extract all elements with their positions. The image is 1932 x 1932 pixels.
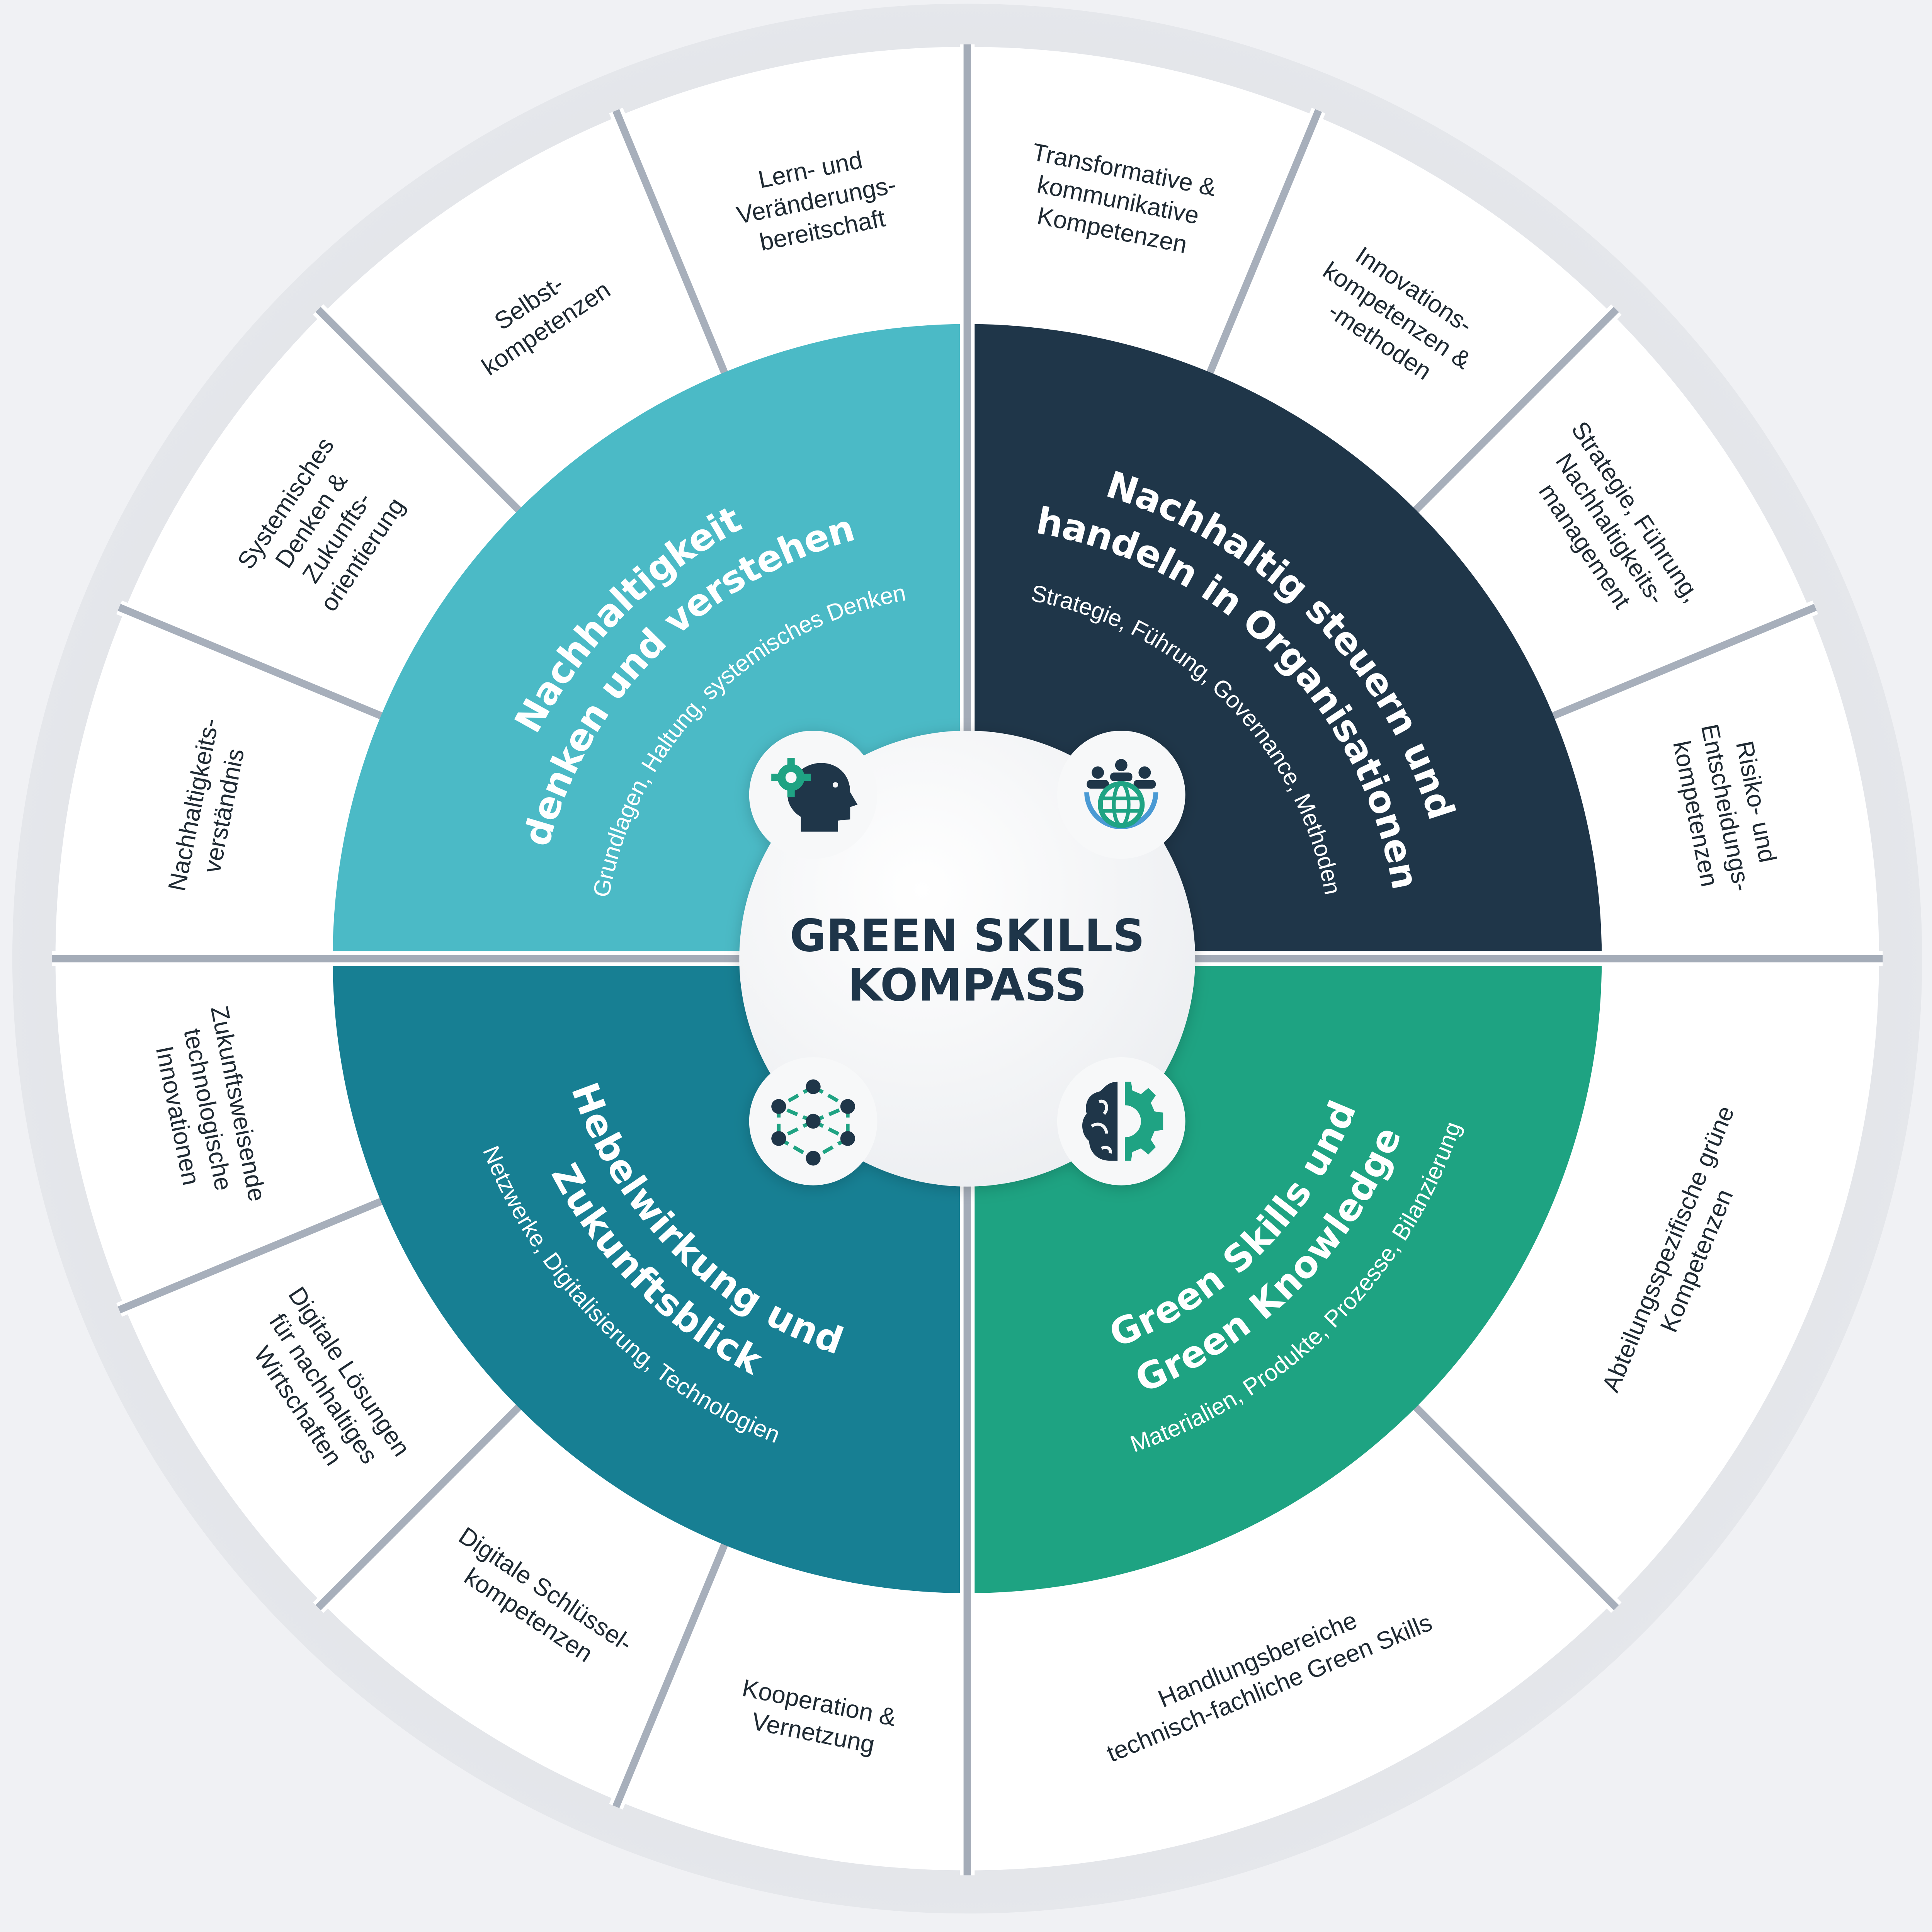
icon-badge-bottom-right [1057,1057,1185,1185]
segment-dividers [116,107,1818,1810]
segment-divider-line [1405,307,1619,521]
brain-gear-icon [1082,1082,1163,1161]
segment-divider-line [315,1396,530,1611]
center-title-line2: KOMPASS [848,959,1087,1011]
people-globe-icon [1084,759,1158,830]
gear-head-icon [771,758,858,832]
network-icon [771,1079,855,1166]
segment-divider-line [612,1532,733,1808]
segment-divider-line [1405,1396,1619,1611]
segment-divider-line [117,1193,394,1313]
segment-divider-line [315,307,530,521]
segment-divider-line [117,604,394,724]
segment-divider-line [612,109,733,385]
center-title-line1: GREEN SKILLS [790,910,1145,962]
segment-divider-line [1541,604,1817,724]
segment-divider-line [1202,109,1322,385]
icon-badge-top-right [1057,730,1185,859]
